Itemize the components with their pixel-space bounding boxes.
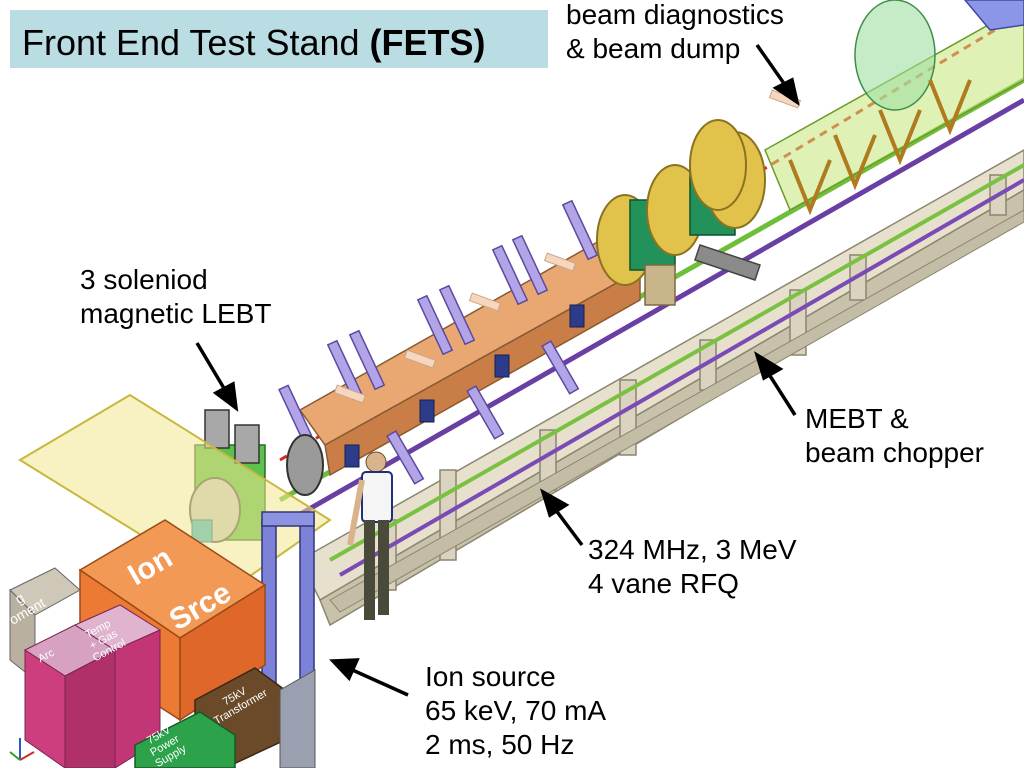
mebt-section (596, 119, 766, 306)
power-supply-box (134, 711, 236, 768)
solenoid-ring (286, 434, 324, 496)
arc-rack-side (64, 649, 116, 768)
label-lebt-line1: 3 soleniod (80, 264, 208, 295)
rfq-tuner-ports (278, 199, 599, 485)
label-diagnostics-line2: & beam dump (566, 33, 741, 64)
label-lebt: 3 soleniod magnetic LEBT (80, 263, 271, 331)
label-rfq: 324 MHz, 3 MeV 4 vane RFQ (588, 533, 797, 601)
person-arm (347, 479, 365, 546)
shield-gate (261, 511, 315, 721)
support-truss (278, 77, 1024, 627)
end-cap (964, 0, 1024, 31)
rfq-copper-side (324, 268, 641, 477)
label-ion-source: Ion source 65 keV, 70 mA 2 ms, 50 Hz (425, 660, 606, 762)
diagnostics-supports (788, 79, 972, 216)
ion-source-right (179, 583, 266, 722)
arrow-lebt (195, 342, 230, 396)
arrow-ion-source (347, 666, 409, 697)
grey-stack (279, 669, 316, 768)
label-beam-diagnostics: beam diagnostics & beam dump (566, 0, 784, 66)
person-figure (347, 451, 393, 620)
title-main: Front End Test Stand (22, 22, 370, 63)
person-leg-right (378, 520, 389, 615)
label-ion-source-line3: 2 ms, 50 Hz (425, 729, 575, 760)
mebt-stand (644, 264, 676, 306)
label-mebt-line2: beam chopper (805, 437, 985, 468)
label-ion-source-line1: Ion source (425, 661, 556, 692)
person-torso (361, 471, 393, 523)
green-cable-lower (329, 163, 1024, 562)
axis-triad (9, 738, 35, 761)
beam-dump-cylinder (854, 0, 936, 111)
label-ion-source-line2: 65 keV, 70 mA (425, 695, 607, 726)
vacuum-pump-1 (204, 409, 230, 449)
arc-rack-face (24, 649, 66, 768)
label-rfq-line1: 324 MHz, 3 MeV (588, 534, 797, 565)
mebt-disc-4 (689, 119, 747, 211)
lower-rail (329, 209, 1024, 613)
ion-source-area (9, 519, 316, 768)
title-bold: (FETS) (369, 22, 486, 63)
label-lebt-line2: magnetic LEBT (80, 298, 272, 329)
title-banner: Front End Test Stand (FETS) (10, 10, 548, 68)
page-title: Front End Test Stand (FETS) (22, 22, 486, 64)
callout-arrows (195, 43, 800, 697)
person-head (365, 451, 387, 473)
label-mebt: MEBT & beam chopper (805, 402, 984, 470)
rfq-coupler-blocks (344, 304, 585, 468)
diagnostics-section (764, 0, 1024, 216)
purple-cable (288, 97, 1024, 523)
label-mebt-line1: MEBT & (805, 403, 909, 434)
label-diagnostics-line1: beam diagnostics (566, 0, 784, 30)
label-rfq-line2: 4 vane RFQ (588, 568, 739, 599)
rfq-tags (333, 252, 577, 404)
gate-top (261, 511, 315, 527)
chopper-arm (694, 244, 761, 281)
vacuum-pump-2 (234, 424, 260, 464)
person-leg-left (364, 520, 375, 620)
purple-cable-lower (338, 178, 1024, 577)
rfq-body (278, 199, 642, 485)
